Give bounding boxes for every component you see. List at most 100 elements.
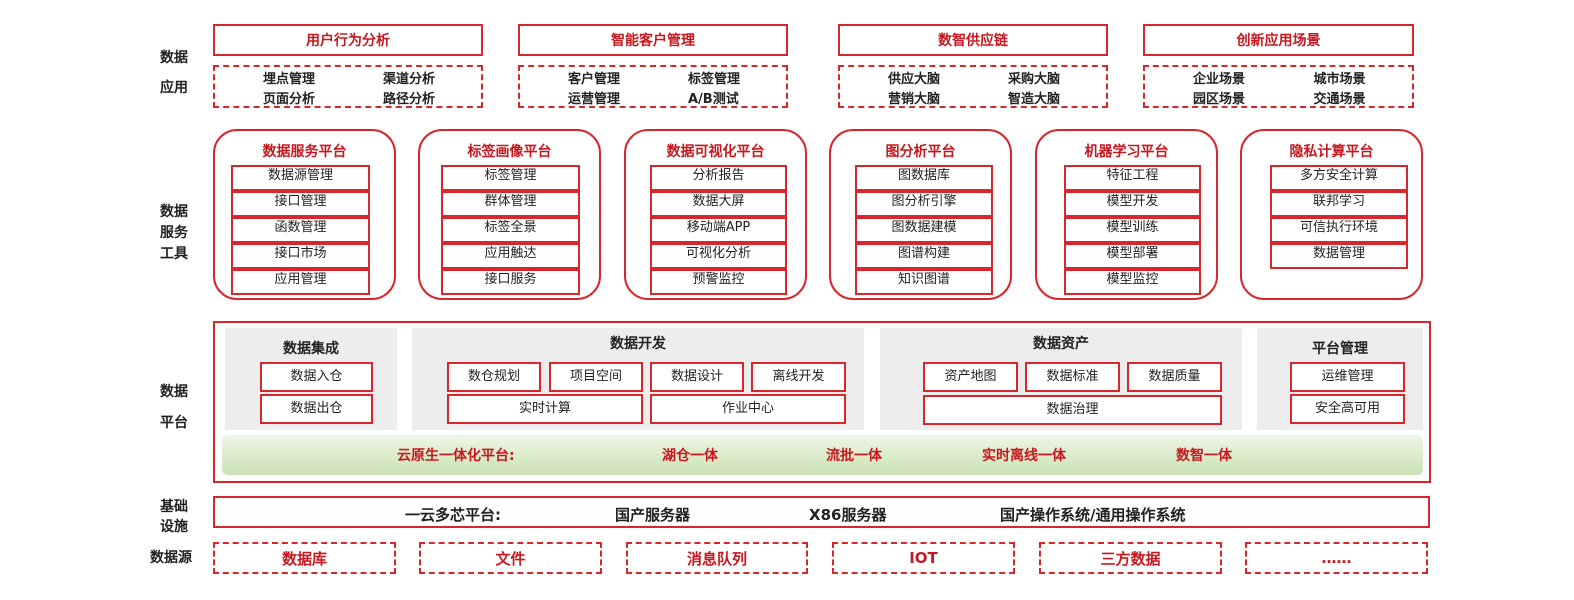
row-label-service-3: 工具 <box>160 246 188 262</box>
app-item: 营销大脑 <box>888 92 941 107</box>
tool-title: 数据可视化平台 <box>666 144 765 160</box>
app-item: 标签管理 <box>688 72 741 87</box>
app-title-box: 智能客户管理 <box>518 24 788 56</box>
tool-item: 应用触达 <box>441 243 580 269</box>
app-item: 交通场景 <box>1313 92 1366 107</box>
assets-item: 资产地图 <box>923 362 1018 392</box>
development-item: 离线开发 <box>751 362 846 392</box>
cloud-native-item: 湖仓一体 <box>662 448 718 464</box>
development-item: 数仓规划 <box>447 362 541 392</box>
app-item: 企业场景 <box>1193 72 1246 87</box>
tool-panel: 标签画像平台 标签管理 群体管理 标签全景 应用触达 接口服务 <box>418 129 601 300</box>
management-title: 平台管理 <box>1312 341 1368 357</box>
development-title: 数据开发 <box>610 336 666 352</box>
tool-item: 接口市场 <box>231 243 370 269</box>
platform-frame <box>213 321 1431 483</box>
app-item: 页面分析 <box>263 92 316 107</box>
tool-item: 接口服务 <box>441 269 580 295</box>
tool-panel: 图分析平台 图数据库 图分析引擎 图数据建模 图谱构建 知识图谱 <box>829 129 1012 300</box>
app-items-box: 企业场景 城市场景 园区场景 交通场景 <box>1143 65 1414 108</box>
source-box: IOT <box>832 542 1015 574</box>
integration-item: 数据出仓 <box>260 394 373 424</box>
tool-item: 标签管理 <box>441 165 580 191</box>
app-item: 供应大脑 <box>888 72 941 87</box>
tool-item: 图数据库 <box>855 165 993 191</box>
tool-title: 隐私计算平台 <box>1289 144 1374 160</box>
app-item: 园区场景 <box>1193 92 1246 107</box>
app-title-box: 数智供应链 <box>838 24 1108 56</box>
cloud-native-item: 数智一体 <box>1176 448 1232 464</box>
app-item: 客户管理 <box>568 72 621 87</box>
assets-item: 数据治理 <box>923 395 1222 425</box>
assets-item: 数据标准 <box>1025 362 1120 392</box>
management-item: 运维管理 <box>1290 362 1405 392</box>
development-item: 作业中心 <box>650 394 846 424</box>
infra-item: 国产操作系统/通用操作系统 <box>1000 506 1186 524</box>
app-item: 路径分析 <box>383 92 436 107</box>
cloud-native-item: 流批一体 <box>826 448 882 464</box>
development-item: 实时计算 <box>447 394 643 424</box>
tool-item: 应用管理 <box>231 269 370 295</box>
tool-item: 可信执行环境 <box>1270 217 1408 243</box>
management-item: 安全高可用 <box>1290 394 1405 424</box>
app-item: 采购大脑 <box>1008 72 1061 87</box>
row-label-data-app-1: 数据 <box>160 50 188 66</box>
row-label-data-app-2: 应用 <box>160 80 188 96</box>
infra-bar: 一云多芯平台: 国产服务器 X86服务器 国产操作系统/通用操作系统 <box>213 496 1430 528</box>
tool-item: 模型部署 <box>1064 243 1201 269</box>
tool-title: 机器学习平台 <box>1084 144 1169 160</box>
development-item: 项目空间 <box>549 362 643 392</box>
tool-panel: 数据服务平台 数据源管理 接口管理 函数管理 接口市场 应用管理 <box>213 129 396 300</box>
tool-item: 函数管理 <box>231 217 370 243</box>
app-item: 智造大脑 <box>1008 92 1061 107</box>
cloud-native-bar: 云原生一体化平台: 湖仓一体 流批一体 实时离线一体 数智一体 <box>222 435 1423 475</box>
app-item: 渠道分析 <box>383 72 436 87</box>
tool-item: 群体管理 <box>441 191 580 217</box>
infra-label: 一云多芯平台: <box>405 506 501 524</box>
assets-item: 数据质量 <box>1127 362 1222 392</box>
tool-item: 联邦学习 <box>1270 191 1408 217</box>
cloud-native-label: 云原生一体化平台: <box>397 448 515 464</box>
tool-item: 预警监控 <box>650 269 787 295</box>
row-label-infra-2: 设施 <box>160 519 188 535</box>
integration-item: 数据入仓 <box>260 362 373 392</box>
tool-item: 模型训练 <box>1064 217 1201 243</box>
app-item: A/B测试 <box>688 92 739 107</box>
tool-item: 模型监控 <box>1064 269 1201 295</box>
row-label-platform-2: 平台 <box>160 415 188 431</box>
tool-item: 图数据建模 <box>855 217 993 243</box>
source-box: 消息队列 <box>626 542 808 574</box>
tool-item: 多方安全计算 <box>1270 165 1408 191</box>
row-label-infra-1: 基础 <box>160 499 188 515</box>
tool-panel: 机器学习平台 特征工程 模型开发 模型训练 模型部署 模型监控 <box>1035 129 1218 300</box>
source-box: …… <box>1245 542 1428 574</box>
row-label-service-1: 数据 <box>160 204 188 220</box>
tool-item: 特征工程 <box>1064 165 1201 191</box>
app-item: 运营管理 <box>568 92 621 107</box>
assets-title: 数据资产 <box>1033 336 1089 352</box>
cloud-native-item: 实时离线一体 <box>982 448 1066 464</box>
source-box: 文件 <box>419 542 602 574</box>
app-items-box: 客户管理 标签管理 运营管理 A/B测试 <box>518 65 788 108</box>
tool-item: 数据源管理 <box>231 165 370 191</box>
infra-item: X86服务器 <box>809 506 887 524</box>
tool-title: 数据服务平台 <box>262 144 347 160</box>
infra-item: 国产服务器 <box>615 506 691 524</box>
source-box: 三方数据 <box>1039 542 1222 574</box>
app-title-box: 创新应用场景 <box>1143 24 1414 56</box>
app-item: 城市场景 <box>1313 72 1366 87</box>
row-label-source: 数据源 <box>150 550 192 566</box>
source-box: 数据库 <box>213 542 396 574</box>
app-items-box: 供应大脑 采购大脑 营销大脑 智造大脑 <box>838 65 1108 108</box>
tool-item: 接口管理 <box>231 191 370 217</box>
tool-panel: 数据可视化平台 分析报告 数据大屏 移动端APP 可视化分析 预警监控 <box>624 129 807 300</box>
row-label-service-2: 服务 <box>160 225 188 241</box>
tool-item: 图谱构建 <box>855 243 993 269</box>
tool-item: 数据管理 <box>1270 243 1408 269</box>
tool-item: 分析报告 <box>650 165 787 191</box>
tool-panel: 隐私计算平台 多方安全计算 联邦学习 可信执行环境 数据管理 <box>1240 129 1423 300</box>
tool-item: 数据大屏 <box>650 191 787 217</box>
tool-item: 图分析引擎 <box>855 191 993 217</box>
tool-item: 模型开发 <box>1064 191 1201 217</box>
app-items-box: 埋点管理 渠道分析 页面分析 路径分析 <box>213 65 483 108</box>
